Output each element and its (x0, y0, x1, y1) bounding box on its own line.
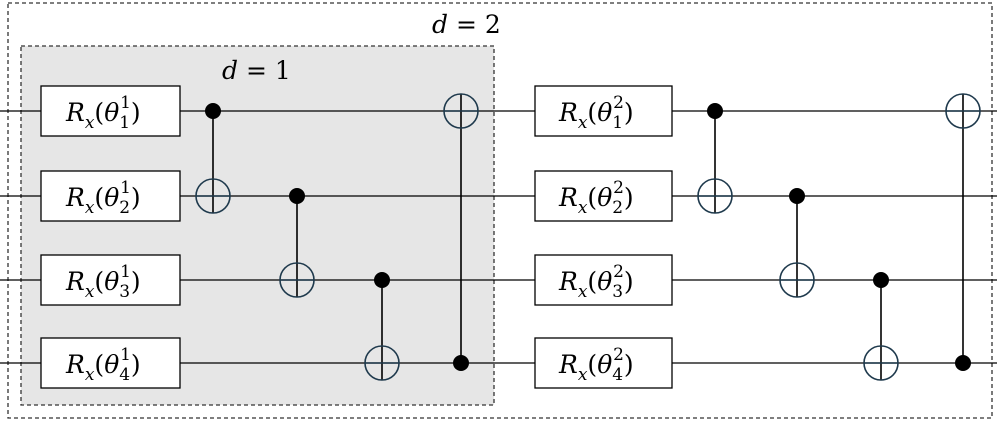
cnot-control-dot (453, 355, 469, 371)
outer-block-d2 (7, 2, 993, 419)
cnot-control-dot (289, 188, 305, 204)
svg-text:Rx(θ21): Rx(θ21) (65, 178, 141, 218)
rx-gate-q2-l1: Rx(θ21) (40, 170, 181, 222)
cnot-control-dot (789, 188, 805, 204)
rx-gate-q4-l2: Rx(θ42) (534, 337, 673, 389)
rx-gate-q4-l1: Rx(θ41) (40, 337, 181, 389)
svg-text:Rx(θ32): Rx(θ32) (558, 262, 634, 302)
svg-text:Rx(θ41): Rx(θ41) (65, 345, 141, 385)
cnot-control-dot (873, 272, 889, 288)
cnot-l1-q2-q3 (279, 188, 315, 298)
rx-gate-q3-l2: Rx(θ32) (534, 254, 673, 306)
cnot-l2-q1-q2 (697, 103, 733, 214)
rx-gate-q1-l2: Rx(θ12) (534, 85, 673, 137)
cnot-l2-q2-q3 (779, 188, 815, 298)
cnot-l2-q3-q4 (863, 272, 899, 381)
cnot-control-dot (374, 272, 390, 288)
svg-text:Rx(θ12): Rx(θ12) (558, 93, 634, 133)
rx-gate-q1-l1: Rx(θ11) (40, 85, 181, 137)
layer-2-rotation-gates: Rx(θ12) Rx(θ22) Rx(θ32) Rx(θ42) (534, 85, 673, 389)
cnot-control-dot (955, 355, 971, 371)
svg-text:Rx(θ22): Rx(θ22) (558, 178, 634, 218)
cnot-control-dot (205, 103, 221, 119)
rx-gate-q2-l2: Rx(θ22) (534, 170, 673, 222)
rx-gate-q3-l1: Rx(θ31) (40, 254, 181, 306)
svg-text:Rx(θ11): Rx(θ11) (65, 93, 141, 133)
cnot-control-dot (707, 103, 723, 119)
cnot-l1-q4-q1 (443, 93, 479, 371)
inner-block-label: d = 1 (222, 56, 291, 85)
cnot-gates (195, 93, 981, 381)
layer-1-rotation-gates: Rx(θ11) Rx(θ21) Rx(θ31) Rx(θ41) (40, 85, 181, 389)
outer-block-label: d = 2 (432, 10, 501, 39)
svg-text:Rx(θ42): Rx(θ42) (558, 345, 634, 385)
cnot-l2-q4-q1 (945, 93, 981, 371)
svg-text:Rx(θ31): Rx(θ31) (65, 262, 141, 302)
cnot-l1-q3-q4 (364, 272, 400, 381)
cnot-l1-q1-q2 (195, 103, 231, 214)
